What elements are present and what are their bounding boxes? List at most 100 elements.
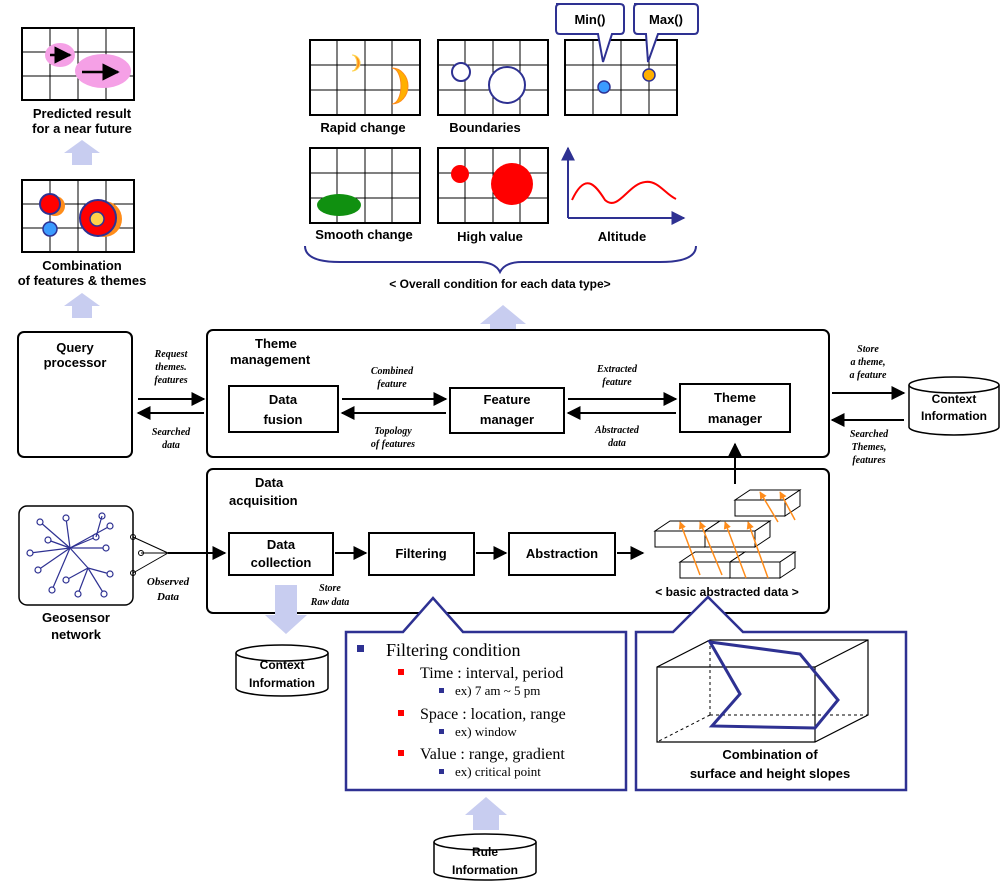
context-right-line2: Information xyxy=(921,409,987,423)
rule-information-db xyxy=(433,833,537,881)
value-bullet-icon xyxy=(398,750,404,756)
abstraction-box xyxy=(508,532,616,576)
context-information-right-db xyxy=(908,376,1000,436)
context-bottom-line2: Information xyxy=(249,676,315,690)
data-acquisition-title-1: Data xyxy=(255,475,284,490)
context-information-bottom-db xyxy=(235,644,329,697)
filter-value-example: ex) critical point xyxy=(455,764,541,779)
rule-line2: Information xyxy=(452,863,518,877)
theme-manager-box xyxy=(679,383,791,433)
store-raw-label-1: Store xyxy=(319,583,341,594)
predicted-result-line2: for a near future xyxy=(32,121,132,136)
high-value-label: High value xyxy=(457,229,523,244)
smooth-change-label: Smooth change xyxy=(315,227,413,242)
extracted-feature-label-2: feature xyxy=(602,377,632,388)
data-collection-box xyxy=(228,532,334,576)
slopes-caption-line2: surface and height slopes xyxy=(690,766,850,781)
extracted-feature-label-1: Extracted xyxy=(596,364,638,375)
data-acquisition-title-2: acquisition xyxy=(229,493,298,508)
abstracted-data-label-1: Abstracted xyxy=(594,425,640,436)
data-fusion-box xyxy=(228,385,339,433)
filtering-label: Filtering xyxy=(395,546,446,561)
altitude-label: Altitude xyxy=(598,229,646,244)
filter-value: Value : range, gradient xyxy=(420,746,565,763)
boundaries-grid xyxy=(437,39,549,116)
time-bullet-icon xyxy=(398,669,404,675)
filter-time: Time : interval, period xyxy=(420,665,563,682)
predicted-result-line1: Predicted result xyxy=(33,106,132,121)
geosensor-line1: Geosensor xyxy=(42,610,110,625)
filtering-box xyxy=(368,532,475,576)
overall-condition-caption: < Overall condition for each data type> xyxy=(389,277,610,291)
combined-feature-label-1: Combined xyxy=(371,366,414,377)
abstraction-label: Abstraction xyxy=(526,546,598,561)
theme-manager-line2: manager xyxy=(708,411,762,426)
combination-grid xyxy=(21,179,135,253)
store-theme-label-1: Store xyxy=(857,344,879,355)
request-label-1: Request xyxy=(154,349,189,360)
rule-line1: Rule xyxy=(472,845,498,859)
basic-abstracted-data-blocks xyxy=(653,489,802,579)
smooth-change-grid xyxy=(309,147,421,224)
slopes-3d-box xyxy=(656,639,869,743)
filter-space-example: ex) window xyxy=(455,724,517,739)
observed-data-label-2: Data xyxy=(156,591,180,603)
theme-manager-line1: Theme xyxy=(714,390,756,405)
overall-brace xyxy=(304,245,697,275)
request-label-3: features xyxy=(154,375,187,386)
theme-management-title-2: management xyxy=(230,352,311,367)
searched-data-label-2: data xyxy=(162,440,180,451)
slopes-caption-line1: Combination of xyxy=(722,747,818,762)
geosensor-network-icon xyxy=(26,512,114,598)
context-right-line1: Context xyxy=(932,392,977,406)
feature-manager-line1: Feature xyxy=(484,392,531,407)
geosensor-line2: network xyxy=(51,627,102,642)
searched-themes-label-3: features xyxy=(852,455,885,466)
query-processor-box xyxy=(17,331,133,458)
data-collection-line1: Data xyxy=(267,537,296,552)
filter-time-example: ex) 7 am ~ 5 pm xyxy=(455,683,540,698)
filter-space: Space : location, range xyxy=(420,706,566,723)
request-label-2: themes. xyxy=(155,362,186,373)
data-collection-line2: collection xyxy=(251,555,312,570)
rapid-change-label: Rapid change xyxy=(320,120,405,135)
space-ex-bullet-icon xyxy=(439,729,444,734)
store-theme-label-2: a theme, xyxy=(851,357,886,368)
feature-manager-line2: manager xyxy=(480,412,534,427)
high-value-grid xyxy=(437,147,549,224)
rapid-change-grid xyxy=(309,39,421,116)
topology-label-1: Topology xyxy=(374,426,412,437)
max-label: Max() xyxy=(649,12,683,27)
up-arrow-combination xyxy=(64,293,100,318)
searched-themes-label-2: Themes, xyxy=(852,442,887,453)
feature-manager-box xyxy=(449,387,565,434)
up-arrow-predicted xyxy=(64,140,100,165)
filtering-condition-panel xyxy=(344,596,628,792)
data-fusion-line2: fusion xyxy=(264,412,303,427)
query-processor-line2: processor xyxy=(44,355,107,370)
altitude-chart xyxy=(561,146,686,225)
abstracted-data-label-2: data xyxy=(608,438,626,449)
boundaries-label: Boundaries xyxy=(449,120,521,135)
combination-line2: of features & themes xyxy=(18,273,147,288)
query-processor-line1: Query xyxy=(56,340,94,355)
observed-data-funnel xyxy=(130,534,169,576)
filtering-title-bullet-icon xyxy=(357,645,364,652)
observed-data-label-1: Observed xyxy=(147,576,190,588)
searched-data-label-1: Searched xyxy=(152,427,191,438)
abstraction-orange-vectors xyxy=(678,491,796,579)
basic-abstracted-caption: < basic abstracted data > xyxy=(655,585,798,599)
value-ex-bullet-icon xyxy=(439,769,444,774)
topology-label-2: of features xyxy=(371,439,415,450)
min-label: Min() xyxy=(574,12,605,27)
combined-feature-label-2: feature xyxy=(377,379,407,390)
context-bottom-line1: Context xyxy=(260,658,305,672)
space-bullet-icon xyxy=(398,710,404,716)
min-max-grid xyxy=(564,39,678,116)
store-raw-label-2: Raw data xyxy=(310,597,350,608)
down-arrow-store-raw xyxy=(265,585,307,634)
up-arrow-rule xyxy=(465,797,507,830)
min-callout xyxy=(555,3,625,63)
filtering-condition-title: Filtering condition xyxy=(386,640,521,660)
